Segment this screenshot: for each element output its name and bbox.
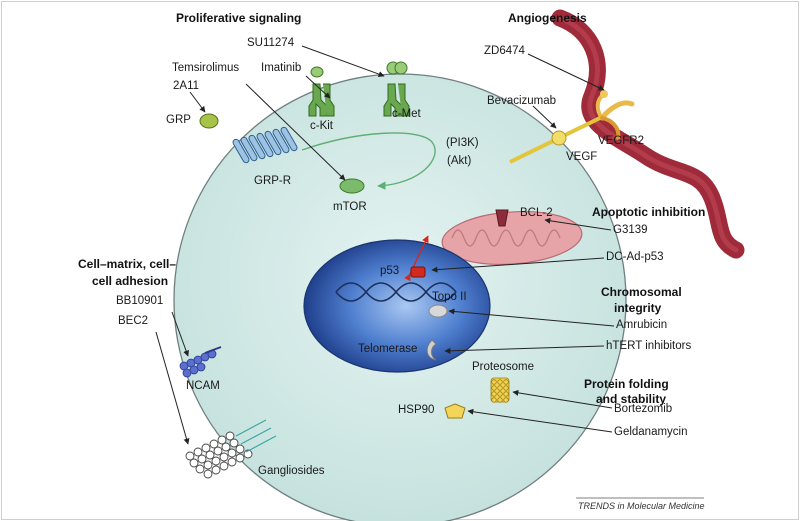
arrow-g3139-bcl2 xyxy=(544,217,612,231)
imatinib-molecule xyxy=(310,66,324,78)
arrow-2a11-grp xyxy=(189,91,206,113)
label-telomerase: Telomerase xyxy=(358,343,418,355)
label-su11274: SU11274 xyxy=(247,37,295,49)
arrow-amrubicin-topo2 xyxy=(448,308,615,327)
label-pi3k: (PI3K) xyxy=(446,137,479,149)
bcl2-protein xyxy=(495,209,509,227)
header-integrity: integrity xyxy=(614,301,662,315)
arrow-htert-telomerase xyxy=(444,345,605,354)
nucleus xyxy=(303,239,491,373)
label-bcl2: BCL-2 xyxy=(520,207,553,219)
arrow-su11274-cmet xyxy=(301,45,385,77)
label-cmet: c-Met xyxy=(392,108,421,120)
label-vegf: VEGF xyxy=(566,151,598,163)
label-grp-r: GRP-R xyxy=(254,175,292,187)
grp-r-receptor xyxy=(232,126,298,164)
label-bortezomib: Bortezomib xyxy=(614,403,673,415)
pi3k-akt-pathway-arrow xyxy=(301,132,436,190)
label-geldanamycin: Geldanamycin xyxy=(614,426,688,438)
topo2-enzyme xyxy=(428,304,448,318)
gangliosides xyxy=(185,431,253,479)
label-bb10901: BB10901 xyxy=(116,295,164,307)
label-2a11: 2A11 xyxy=(173,80,200,92)
label-p53: p53 xyxy=(380,265,400,277)
header-cell-matrix: Cell–matrix, cell– xyxy=(78,257,177,271)
arrow-bb10901-ncam xyxy=(171,311,189,357)
header-and-stability: and stability xyxy=(596,392,667,406)
proteosome xyxy=(490,377,510,403)
label-htert-inhibitors: hTERT inhibitors xyxy=(606,340,692,352)
label-amrubicin: Amrubicin xyxy=(616,319,668,331)
label-proteosome: Proteosome xyxy=(472,361,535,373)
arrow-dcadp53-p53 xyxy=(431,257,605,273)
figure-credit: TRENDS in Molecular Medicine xyxy=(578,501,705,511)
mtor-protein xyxy=(339,178,365,194)
label-zd6474: ZD6474 xyxy=(484,45,525,57)
header-protein-folding: Protein folding xyxy=(584,377,669,391)
header-angiogenesis: Angiogenesis xyxy=(508,11,587,25)
dna-helix xyxy=(335,282,457,302)
arrow-bortezomib-proteosome xyxy=(512,389,613,409)
label-ckit: c-Kit xyxy=(310,120,333,132)
header-proliferative-signaling: Proliferative signaling xyxy=(176,11,302,25)
vegf-ligand xyxy=(551,130,567,146)
header-chromosomal: Chromosomal xyxy=(601,285,682,299)
telomerase-enzyme xyxy=(426,339,437,361)
label-dc-ad-p53: DC-Ad-p53 xyxy=(606,251,664,263)
arrow-bec2-gangliosides xyxy=(155,331,190,445)
label-topo2: Topo II xyxy=(432,291,467,303)
annotation-arrows xyxy=(155,45,615,445)
arrow-temsirolimus-mtor xyxy=(245,83,346,181)
label-bevacizumab: Bevacizumab xyxy=(487,95,557,107)
label-grp: GRP xyxy=(166,114,191,126)
arrow-zd6474-vegfr2 xyxy=(527,53,605,91)
label-ncam: NCAM xyxy=(186,380,220,392)
header-apoptotic-inhibition: Apoptotic inhibition xyxy=(592,205,706,219)
cmet-receptor xyxy=(383,83,410,117)
arrow-imatinib-ckit xyxy=(305,75,331,99)
label-hsp90: HSP90 xyxy=(398,404,435,416)
ckit-receptor xyxy=(308,83,335,117)
label-akt: (Akt) xyxy=(447,155,472,167)
ganglioside-tails xyxy=(235,419,277,453)
ncam-molecule xyxy=(179,349,217,378)
label-vegfr2: VEGFR2 xyxy=(598,135,645,147)
vegfr2-receptor xyxy=(595,90,635,140)
label-mtor: mTOR xyxy=(333,201,367,213)
label-g3139: G3139 xyxy=(613,224,648,236)
label-gangliosides: Gangliosides xyxy=(258,465,325,477)
arrow-geldanamycin-hsp90 xyxy=(467,408,613,433)
grp-ligand xyxy=(199,113,219,129)
label-bec2: BEC2 xyxy=(118,315,149,327)
hsp90-protein xyxy=(444,403,466,419)
header-cell-adhesion: cell adhesion xyxy=(92,274,169,288)
label-temsirolimus: Temsirolimus xyxy=(172,62,240,74)
p53-protein xyxy=(410,266,426,278)
label-imatinib: Imatinib xyxy=(261,62,302,74)
arrow-bevacizumab-vegf xyxy=(532,105,557,129)
